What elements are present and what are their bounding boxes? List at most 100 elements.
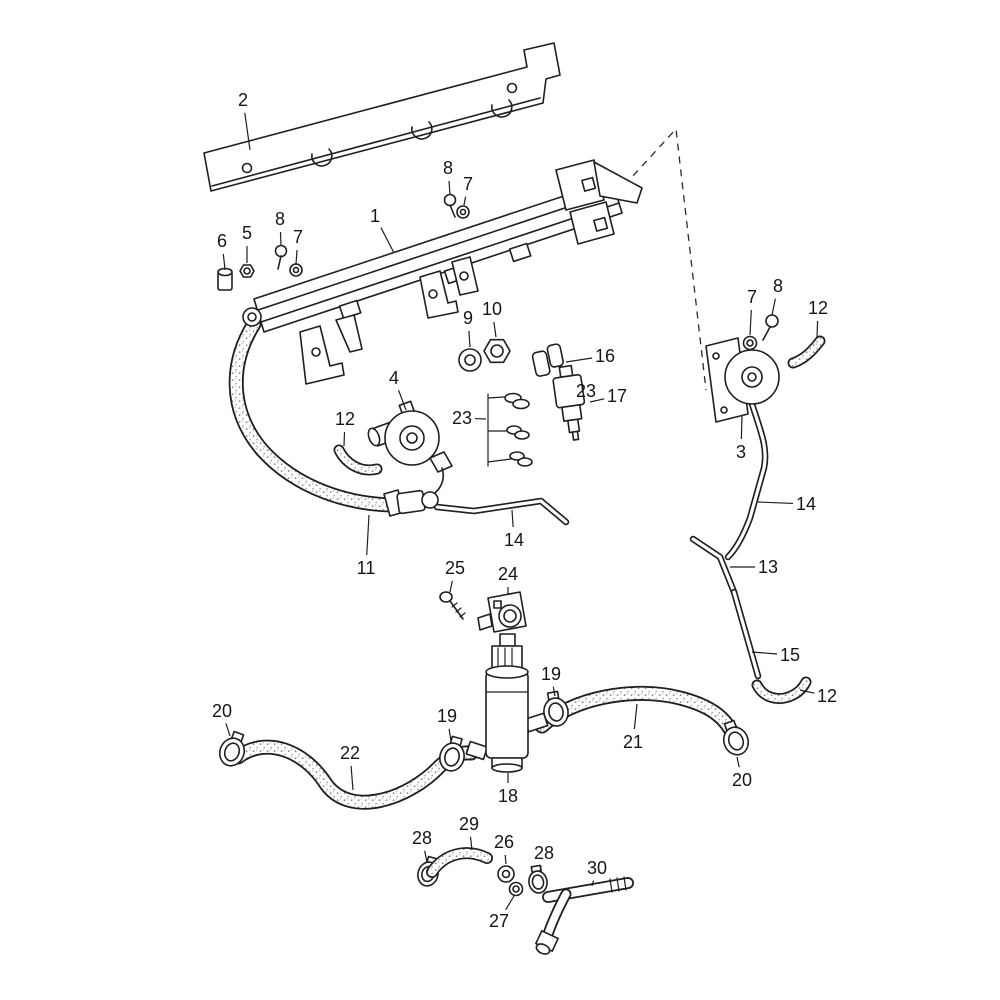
bolt-part-8-right (762, 314, 779, 341)
hose-fitting-junction (383, 489, 439, 517)
callout-leader-16 (565, 357, 593, 363)
callout-label-6: 6 (217, 231, 227, 251)
vent-hose-part-12-right (787, 335, 826, 369)
callout-leader-8 (279, 231, 282, 247)
callout-label-13: 13 (758, 557, 778, 577)
y-connector-part-13 (689, 535, 738, 596)
vent-hose-part-12-left (333, 444, 383, 476)
fuel-hose-part-21 (534, 685, 742, 745)
callout-leader-22 (350, 765, 354, 791)
callout-leader-4 (398, 389, 407, 411)
callout-label-7: 7 (463, 174, 473, 194)
washer-part-7-top (456, 205, 470, 219)
callout-label-16: 16 (595, 346, 615, 366)
callout-label-3: 3 (736, 442, 746, 462)
callout-label-19: 19 (437, 706, 457, 726)
callout-leader-17 (589, 398, 605, 403)
callout-label-8: 8 (443, 158, 453, 178)
vent-hose-part-12-lower (751, 676, 812, 704)
callout-leader-6 (222, 253, 226, 271)
callout-label-26: 26 (494, 832, 514, 852)
callout-leader-10 (493, 321, 497, 338)
callout-leader-14 (511, 509, 514, 528)
nut-part-10 (483, 338, 511, 364)
callout-label-29: 29 (459, 814, 479, 834)
callout-label-19: 19 (541, 664, 561, 684)
callout-leader-layer (222, 112, 819, 911)
callout-leader-12 (799, 689, 815, 694)
callout-leader-2 (244, 112, 251, 151)
callout-label-21: 21 (623, 732, 643, 752)
callout-label-11: 11 (357, 558, 376, 578)
callout-label-14: 14 (796, 494, 816, 514)
callout-label-30: 30 (587, 858, 607, 878)
callout-leader-20 (225, 723, 231, 737)
fuel-hose-part-11 (228, 316, 404, 513)
callout-leader-21 (633, 703, 638, 730)
fuel-injector-part-17 (552, 364, 586, 441)
cap-part-6 (217, 267, 233, 291)
callout-label-23: 23 (576, 381, 596, 401)
reference-dashed-line (597, 127, 707, 391)
callout-leader-19 (448, 728, 452, 742)
callout-leader-9 (468, 330, 471, 348)
callout-leader-29 (469, 836, 473, 851)
washer-part-7-right (742, 335, 758, 351)
callout-label-7: 7 (293, 227, 303, 247)
callout-leader-26 (504, 854, 507, 865)
callout-label-12: 12 (335, 409, 355, 429)
callout-label-4: 4 (389, 368, 399, 388)
callout-label-12: 12 (817, 686, 837, 706)
callout-leader-1 (380, 227, 395, 254)
callout-label-25: 25 (445, 558, 465, 578)
callout-leader-25 (449, 580, 453, 593)
callout-label-28: 28 (534, 843, 554, 863)
callout-leader-28 (424, 850, 428, 863)
washer-part-7-left (289, 263, 303, 277)
retaining-clip-part-16 (531, 343, 564, 377)
callout-leader-7 (463, 196, 467, 206)
washer-part-9 (458, 348, 482, 372)
callout-leader-7 (295, 249, 298, 265)
callout-leader-11 (366, 514, 370, 556)
callout-label-20: 20 (732, 770, 752, 790)
fuel-hose-part-29 (426, 847, 493, 878)
clamp-bracket-part-24 (477, 591, 527, 633)
callout-label-2: 2 (238, 90, 248, 110)
callout-label-22: 22 (340, 743, 360, 763)
callout-label-10: 10 (482, 299, 502, 319)
callout-label-27: 27 (489, 911, 509, 931)
y-pipe-part-30 (535, 876, 634, 955)
callout-label-28: 28 (412, 828, 432, 848)
callout-leader-8 (448, 180, 451, 195)
pressure-damper-part-3 (705, 337, 780, 423)
callout-label-24: 24 (498, 564, 518, 584)
callout-leader-20 (736, 756, 740, 768)
callout-leader-28 (539, 865, 542, 872)
callout-leader-19 (552, 686, 556, 697)
fuel-pump-part-18 (465, 633, 549, 773)
callout-label-15: 15 (780, 645, 800, 665)
callout-label-8: 8 (275, 209, 285, 229)
bolt-part-8-top (443, 193, 457, 218)
callout-label-14: 14 (504, 530, 524, 550)
callout-label-18: 18 (498, 786, 518, 806)
callout-leader-8 (771, 298, 776, 316)
callout-leader-14 (757, 501, 794, 505)
hose-clamp-part-20-right (722, 719, 750, 756)
hose-clamp-part-19-right (543, 690, 569, 727)
callout-label-8: 8 (773, 276, 783, 296)
pressure-regulator-part-4 (367, 400, 453, 496)
callout-label-23: 23 (452, 408, 472, 428)
callout-leader-3 (740, 415, 743, 440)
fuel-pipe-part-15 (730, 588, 762, 680)
callout-label-9: 9 (463, 308, 473, 328)
callout-label-12: 12 (808, 298, 828, 318)
callout-label-1: 1 (370, 206, 380, 226)
bolt-part-8-left (274, 244, 288, 270)
fuel-rail-part-1 (242, 159, 643, 385)
callout-leader-12 (816, 320, 819, 339)
